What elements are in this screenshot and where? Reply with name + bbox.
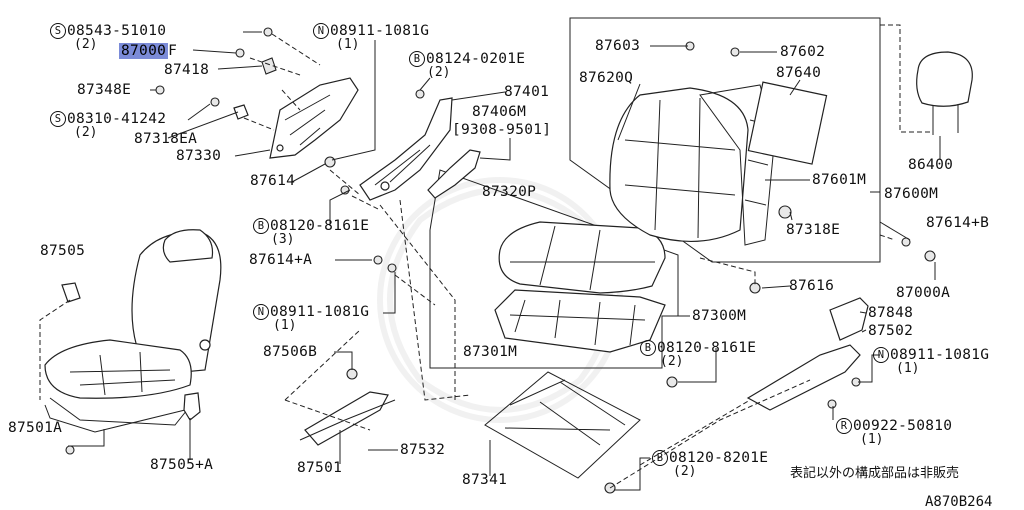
- side-cover-87330: [269, 77, 359, 159]
- highlighted-part-number: 87000: [119, 43, 169, 59]
- label-87348E[interactable]: 87348E: [77, 82, 132, 98]
- seat-frame-87301M: [494, 289, 666, 353]
- seat-pan-87341: [484, 371, 641, 479]
- qty-08120-8201E: (2): [673, 464, 697, 479]
- label-87505+A[interactable]: 87505+A: [150, 457, 214, 473]
- qty-00922-50810: (1): [860, 432, 884, 447]
- seat-assembly-illustration: [44, 229, 222, 433]
- qty-08911-1081G-mid: (1): [273, 318, 297, 333]
- qty-08543-51010: (2): [74, 37, 98, 52]
- prefix-b-icon: B: [409, 51, 425, 67]
- headrest-86400: [916, 51, 973, 135]
- prefix-n-icon: N: [313, 23, 329, 39]
- label-87640[interactable]: 87640: [776, 65, 822, 81]
- prefix-b-icon: B: [640, 340, 656, 356]
- qty-08120-8161E-right: (2): [660, 354, 684, 369]
- label-87330[interactable]: 87330: [176, 148, 222, 164]
- qty-08124-0201E: (2): [427, 65, 451, 80]
- diagram-code: A870B264: [925, 494, 993, 510]
- label-87620Q[interactable]: 87620Q: [579, 70, 634, 86]
- seat-rail-87502: [746, 297, 869, 411]
- label-87603[interactable]: 87603: [595, 38, 641, 54]
- label-87502[interactable]: 87502: [868, 323, 914, 339]
- label-87318EA[interactable]: 87318EA: [134, 131, 198, 147]
- dashed-guides: [39, 24, 930, 489]
- back-panel-87640: [747, 81, 828, 165]
- prefix-n-icon: N: [873, 347, 889, 363]
- label-87300M[interactable]: 87300M: [692, 308, 747, 324]
- qty-08911-1081G-right: (1): [896, 361, 920, 376]
- label-87318E[interactable]: 87318E: [786, 222, 841, 238]
- label-87601M[interactable]: 87601M: [812, 172, 867, 188]
- qty-08911-1081G-top: (1): [336, 37, 360, 52]
- prefix-r-icon: R: [836, 418, 852, 434]
- label-87532[interactable]: 87532: [400, 442, 446, 458]
- fasteners: [65, 27, 936, 494]
- label-87501A[interactable]: 87501A: [8, 420, 63, 436]
- label-87614+A[interactable]: 87614+A: [249, 252, 313, 268]
- label-87600M[interactable]: 87600M: [884, 186, 939, 202]
- label-87000A[interactable]: 87000A: [896, 285, 951, 301]
- label-87848[interactable]: 87848: [868, 305, 914, 321]
- label-86400[interactable]: 86400: [908, 157, 954, 173]
- prefix-n-icon: N: [253, 304, 269, 320]
- leader-lines: [68, 31, 941, 491]
- prefix-b-icon: B: [652, 450, 668, 466]
- label-87506B[interactable]: 87506B: [263, 344, 318, 360]
- prefix-s-icon: S: [50, 111, 66, 127]
- label-87501[interactable]: 87501: [297, 460, 343, 476]
- prefix-s-icon: S: [50, 23, 66, 39]
- qty-08120-8161E-left: (3): [271, 232, 295, 247]
- prefix-b-icon: B: [253, 218, 269, 234]
- label-87341[interactable]: 87341: [462, 472, 508, 488]
- label-87616[interactable]: 87616: [789, 278, 835, 294]
- qty-08310-41242: (2): [74, 125, 98, 140]
- not-sold-note: 表記以外の構成部品は非販売: [790, 466, 960, 481]
- label-87406M-range: [9308-9501]: [452, 122, 552, 138]
- label-87401[interactable]: 87401: [504, 84, 550, 100]
- seat-cushion-87320P: [498, 221, 666, 294]
- label-87301M[interactable]: 87301M: [463, 344, 518, 360]
- seatback-box: [569, 17, 881, 263]
- recliner-87401: [359, 97, 481, 201]
- label-87614[interactable]: 87614: [250, 173, 296, 189]
- label-87320P[interactable]: 87320P: [482, 184, 537, 200]
- label-87418[interactable]: 87418: [164, 62, 210, 78]
- seat-rail-87501: [299, 391, 396, 446]
- seat-cushion-box: [429, 169, 679, 369]
- label-87406M[interactable]: 87406M: [472, 104, 527, 120]
- label-87505[interactable]: 87505: [40, 243, 86, 259]
- label-87602[interactable]: 87602: [780, 44, 826, 60]
- seat-back-87620Q: [609, 87, 749, 242]
- label-87614+B[interactable]: 87614+B: [926, 215, 990, 231]
